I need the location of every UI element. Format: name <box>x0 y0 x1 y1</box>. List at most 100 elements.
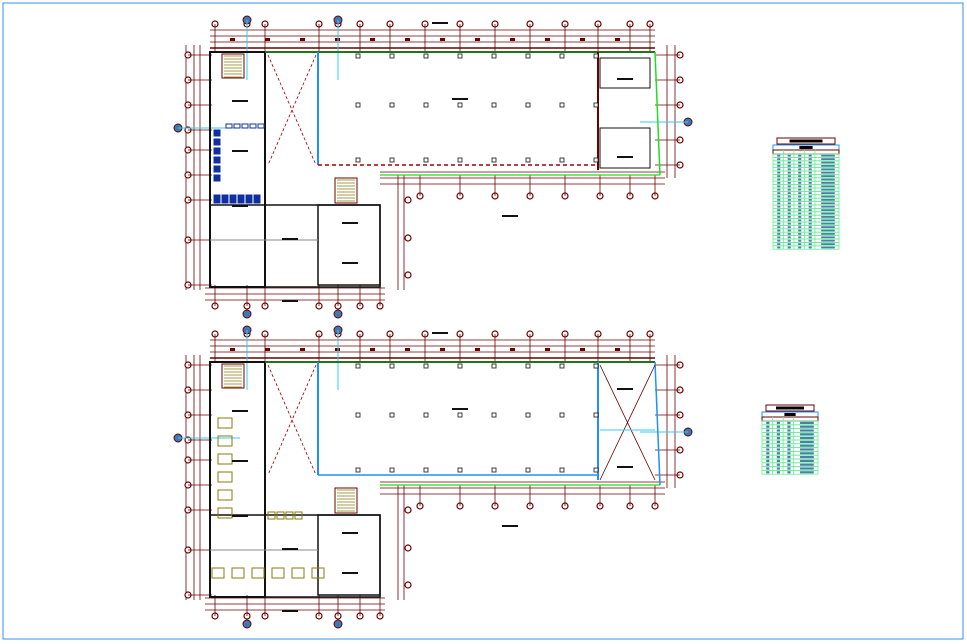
table-cell-value <box>777 154 781 157</box>
table-cell-value <box>777 178 781 181</box>
table-cell-value <box>798 182 802 184</box>
table-cell-value <box>766 448 770 451</box>
table-cell-value <box>787 229 791 232</box>
table-cell-value <box>787 444 791 447</box>
dimension-tick <box>615 348 620 351</box>
table-cell-value <box>787 448 791 451</box>
table-cell-value <box>808 185 812 188</box>
table-cell-value <box>776 437 780 440</box>
room-label-tag <box>342 222 358 224</box>
stair <box>334 177 358 204</box>
table-cell-value <box>798 185 802 188</box>
column <box>457 467 463 473</box>
column <box>423 412 429 418</box>
table-cell-value <box>787 212 791 215</box>
table-cell-value <box>808 158 812 160</box>
dimension-tick <box>475 348 480 351</box>
column <box>559 412 565 418</box>
room-label-tag <box>617 388 633 390</box>
sofa-furniture <box>267 511 276 520</box>
column <box>389 157 395 163</box>
column <box>491 102 497 108</box>
table-cell-value <box>798 202 802 205</box>
table-cell-value <box>776 433 780 436</box>
table-cell-value <box>766 444 770 447</box>
table-cell-value <box>777 171 781 174</box>
table-cell-value <box>787 456 791 459</box>
table-cell-value <box>800 429 814 432</box>
table-cell-value <box>787 452 791 455</box>
table-cell-value <box>798 168 802 171</box>
table-cell-value <box>798 178 802 181</box>
column <box>389 412 395 418</box>
table-cell-value <box>800 471 814 474</box>
column <box>457 412 463 418</box>
dimension-tick <box>300 38 305 41</box>
table-cell-value <box>808 165 812 167</box>
column <box>355 467 361 473</box>
table-cell-value <box>798 226 802 228</box>
column <box>593 53 599 59</box>
table-cell-value <box>821 182 835 184</box>
desk-furniture <box>217 435 233 447</box>
table-cell-value <box>808 229 812 232</box>
table-cell-value <box>808 171 812 174</box>
table-cell-value <box>777 243 781 245</box>
table-cell-value <box>766 467 770 470</box>
toilet-fixture <box>237 194 245 204</box>
sofa-furniture <box>294 511 303 520</box>
column <box>559 363 565 369</box>
table-cell-value <box>821 188 835 191</box>
room-label-tag <box>502 215 518 217</box>
table-cell-value <box>787 471 791 474</box>
table-cell-value <box>787 429 791 432</box>
room-label-tag <box>232 410 248 412</box>
desk-furniture <box>211 567 225 579</box>
dimension-tick <box>230 348 235 351</box>
table-cell-value <box>787 182 791 184</box>
grid-axis-bubble <box>404 544 412 552</box>
table-cell-value <box>821 178 835 181</box>
table-cell-value <box>798 195 802 198</box>
table-cell-value <box>821 158 835 160</box>
table-cell-value <box>777 233 781 235</box>
room-label-tag <box>617 78 633 80</box>
column <box>525 467 531 473</box>
toilet-fixture <box>213 174 221 182</box>
table-cell-value <box>787 165 791 167</box>
table-cell-value <box>787 175 791 177</box>
table-cell-value <box>798 158 802 160</box>
table-cell-value <box>800 467 814 470</box>
dimension-tick <box>405 348 410 351</box>
desk-furniture <box>251 567 265 579</box>
table-cell-value <box>787 421 791 424</box>
column <box>491 157 497 163</box>
column <box>491 467 497 473</box>
column <box>559 102 565 108</box>
table-cell-value <box>821 205 835 208</box>
room-label-tag <box>282 610 298 612</box>
table-cell-value <box>821 243 835 245</box>
table-cell-value <box>777 195 781 198</box>
table-cell-value <box>787 437 791 440</box>
room-label-tag <box>452 98 468 100</box>
table-cell-value <box>821 212 835 215</box>
table-cell-value <box>777 161 781 164</box>
desk-furniture <box>217 453 233 465</box>
table-cell-value <box>798 205 802 208</box>
table-cell-value <box>798 239 802 242</box>
room-label-tag <box>342 572 358 574</box>
table-cell-value <box>777 229 781 232</box>
table-cell-value <box>798 229 802 232</box>
section-marker <box>242 309 252 319</box>
room-label-tag <box>342 262 358 264</box>
table-cell-value <box>808 222 812 225</box>
table-cell-value <box>777 188 781 191</box>
grid-axis-bubble <box>404 234 412 242</box>
table-cell-value <box>808 205 812 208</box>
room-label-tag <box>232 100 248 102</box>
sink-fixture <box>249 123 257 129</box>
toilet-fixture <box>245 194 253 204</box>
dimension-tick <box>265 348 270 351</box>
table-cell-value <box>821 192 835 194</box>
